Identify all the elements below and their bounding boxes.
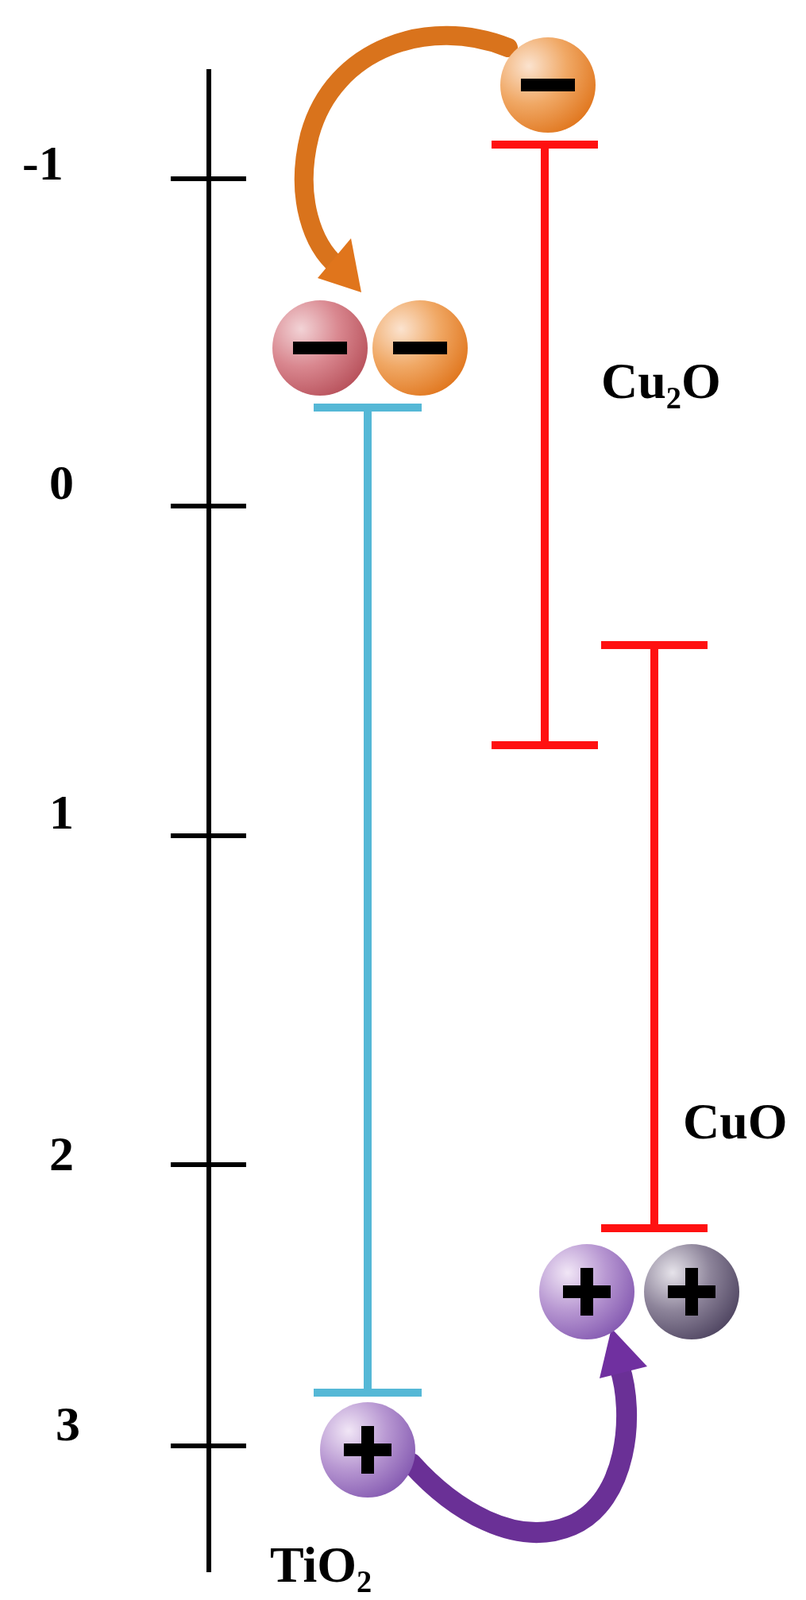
electron [272, 300, 368, 396]
material-label: Cu₂O [601, 355, 722, 407]
axis-tick-label: 3 [55, 1398, 81, 1448]
energy-axis [170, 69, 247, 1572]
electron [500, 37, 596, 133]
hole-transfer-arrow [411, 1327, 648, 1532]
electron-transfer-arrow [304, 35, 509, 293]
electron [372, 300, 468, 396]
material-label: CuO [682, 1095, 788, 1147]
axis-tick-label: -1 [22, 138, 64, 188]
axis-tick-label: 2 [49, 1128, 74, 1178]
tio2-band [313, 407, 422, 1393]
hole [320, 1401, 416, 1497]
hole [644, 1243, 740, 1339]
hole [539, 1243, 635, 1339]
material-label: TiO₂ [269, 1538, 372, 1590]
axis-tick-label: 0 [49, 457, 74, 507]
cu2o-band [491, 144, 598, 745]
axis-tick-label: 1 [49, 786, 74, 837]
